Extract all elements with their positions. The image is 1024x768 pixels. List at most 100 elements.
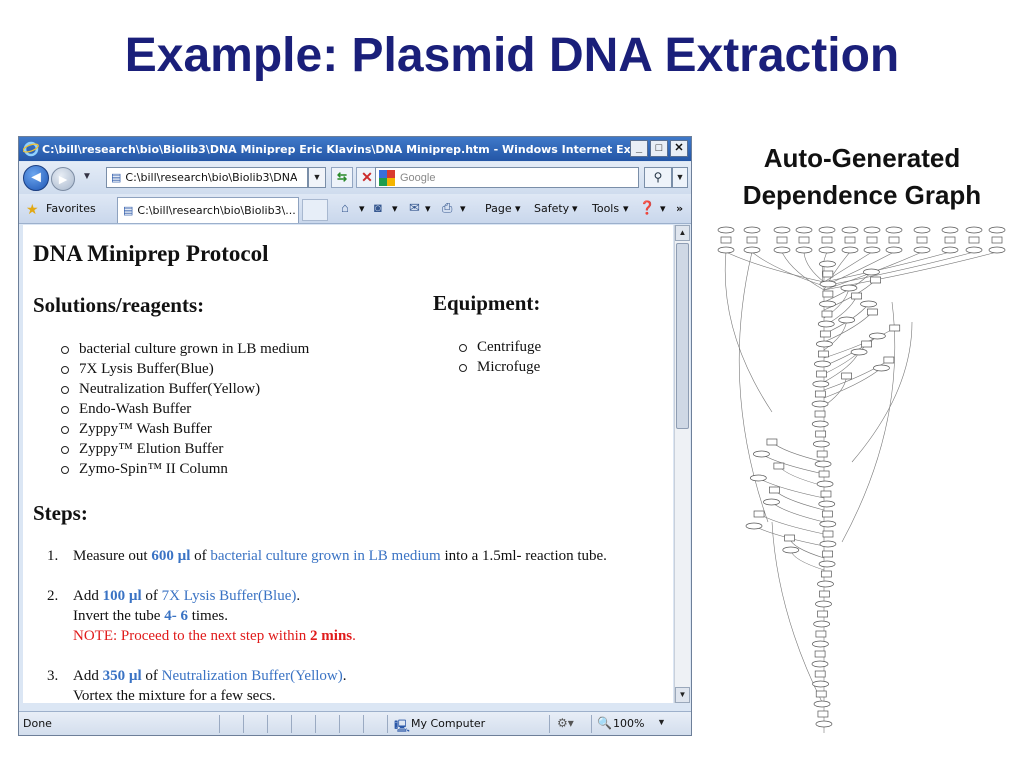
search-input[interactable]: Google [375,167,639,188]
zoom-level[interactable]: 100% [613,717,645,730]
feeds-icon[interactable]: ◙ [374,200,382,215]
status-divider [387,715,388,733]
back-button[interactable]: ◄ [23,165,49,191]
address-text[interactable]: C:\bill\research\bio\Biolib3\DNA [125,171,298,184]
graph-node [822,290,834,298]
print-dropdown-icon[interactable]: ▾ [460,202,466,215]
graph-node [816,370,827,378]
graph-node [811,660,829,668]
zone-label[interactable]: My Computer [411,717,486,730]
favorites-star-icon[interactable]: ★ [26,201,39,217]
graph-node [813,700,831,708]
graph-node [817,320,835,328]
list-item: Endo-Wash Buffer [61,399,309,419]
scroll-up-button[interactable]: ▲ [675,225,690,241]
slide-title: Example: Plasmid DNA Extraction [124,29,900,82]
address-bar[interactable]: ▤ C:\bill\research\bio\Biolib3\DNA [106,167,308,188]
graph-node [769,486,780,494]
page-title: DNA Miniprep Protocol [33,241,269,266]
graph-node [819,540,837,548]
toolbar-overflow-icon[interactable]: » [676,202,684,215]
graph-node [795,246,813,254]
history-dropdown-icon[interactable]: ▼ [82,171,92,182]
graph-node [816,450,828,458]
browser-titlebar[interactable]: C:\bill\research\bio\Biolib3\DNA Minipre… [19,137,691,161]
search-options-button[interactable]: ▼ [672,167,688,188]
safety-menu[interactable]: Safety [534,202,570,215]
graph-node [861,340,872,348]
graph-edge [823,251,873,283]
graph-edge [725,251,825,283]
graph-node [818,226,836,234]
feeds-dropdown-icon[interactable]: ▾ [392,202,398,215]
refresh-button[interactable]: ⇆ [331,167,353,188]
graph-edge [823,359,890,391]
search-button[interactable]: ⚲ [644,167,672,188]
address-toolbar: ◄ ► ▼ ▤ C:\bill\research\bio\Biolib3\DNA… [19,162,691,194]
graph-node [818,470,830,478]
mail-dropdown-icon[interactable]: ▾ [425,202,431,215]
forward-button[interactable]: ► [51,167,75,191]
graph-node [913,226,931,234]
graph-title: Auto-Generated Dependence Graph [742,143,982,210]
close-button[interactable]: ✕ [670,140,688,157]
reagent-link[interactable]: bacterial culture grown in LB medium [210,548,441,564]
list-item: 7X Lysis Buffer(Blue) [61,359,309,379]
graph-edge [724,251,773,413]
mail-icon[interactable]: ✉ [409,200,420,215]
graph-node [820,490,832,498]
graph-node [812,680,829,688]
reagent-link[interactable]: 7X Lysis Buffer(Blue) [161,588,297,604]
list-item: Zymo-Spin™ II Column [61,459,309,479]
protected-mode-icon[interactable]: ⚙▾ [557,716,574,730]
tab-dna-miniprep[interactable]: ▤ C:\bill\research\bio\Biolib3\... [117,197,299,223]
graph-node [814,390,826,398]
maximize-button[interactable]: □ [650,140,668,157]
graph-node [795,226,813,234]
graph-node [818,560,836,568]
graph-node [776,236,788,244]
address-dropdown-button[interactable]: ▼ [308,167,326,188]
graph-node [867,308,878,316]
graph-node [988,246,1006,254]
graph-edge [758,477,825,499]
reagent-link[interactable]: Neutralization Buffer(Yellow) [161,668,343,684]
status-divider [363,715,364,733]
help-dropdown-icon[interactable]: ▾ [660,202,666,215]
zoom-dropdown-icon[interactable]: ▼ [657,717,666,727]
graph-node [818,246,836,254]
home-dropdown-icon[interactable]: ▾ [359,202,365,215]
equipment-list: Centrifuge Microfuge [459,337,541,377]
graph-node [841,372,852,380]
graph-node [819,330,831,338]
window-title: C:\bill\research\bio\Biolib3\DNA Minipre… [42,142,646,156]
graph-node [841,226,859,234]
page-menu-dropdown-icon: ▾ [515,202,521,215]
graph-node [988,226,1006,234]
graph-node [991,236,1003,244]
help-icon[interactable]: ❓ [639,200,656,215]
page-menu[interactable]: Page [485,202,512,215]
vertical-scrollbar[interactable]: ▲ ▼ [674,225,690,703]
page-content: DNA Miniprep Protocol Solutions/reagents… [23,225,673,703]
home-icon[interactable]: ⌂ [341,200,349,215]
scroll-down-button[interactable]: ▼ [675,687,690,703]
graph-node [720,236,732,244]
status-divider [591,715,592,733]
graph-node [863,268,880,276]
zoom-icon[interactable]: 🔍 [597,716,612,730]
scroll-thumb[interactable] [676,243,689,429]
graph-node [819,520,837,528]
note-text: NOTE: Proceed to the next step within [73,628,311,644]
favorites-button[interactable]: Favorites [46,202,96,215]
stop-button[interactable]: ✕ [356,167,378,188]
new-tab-button[interactable] [302,199,328,221]
list-item: Centrifuge [459,337,541,357]
print-icon[interactable]: ⎙ [442,200,453,215]
tools-menu[interactable]: Tools [592,202,620,215]
graph-edge [781,251,825,291]
minimize-button[interactable]: _ [630,140,648,157]
steps-heading: Steps: [33,501,88,525]
graph-node [773,462,785,470]
graph-node [717,226,735,234]
